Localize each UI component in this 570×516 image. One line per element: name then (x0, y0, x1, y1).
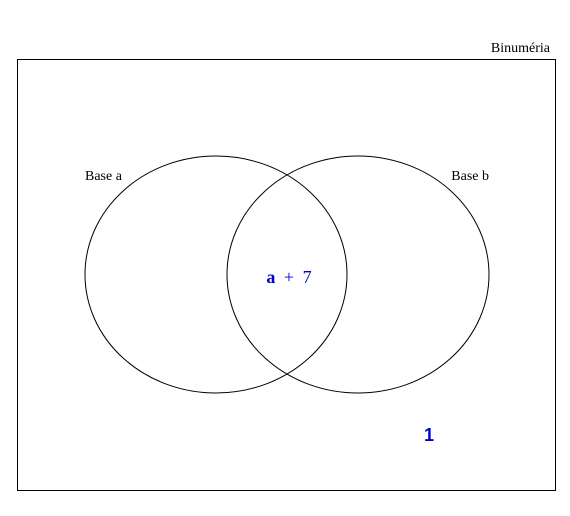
intersection-label: a + 7 (266, 267, 311, 287)
set-a-circle (84, 155, 348, 394)
intersection-operator: + (284, 267, 294, 287)
set-a-label: Base a (85, 169, 123, 184)
intersection-variable: a (266, 267, 275, 287)
outside-region-label: 1 (424, 425, 434, 445)
universe-rectangle (17, 59, 556, 491)
set-b-label: Base b (451, 169, 489, 184)
set-b-circle (226, 155, 490, 394)
universe-label: Binuméria (491, 41, 551, 56)
intersection-number: 7 (303, 267, 312, 287)
